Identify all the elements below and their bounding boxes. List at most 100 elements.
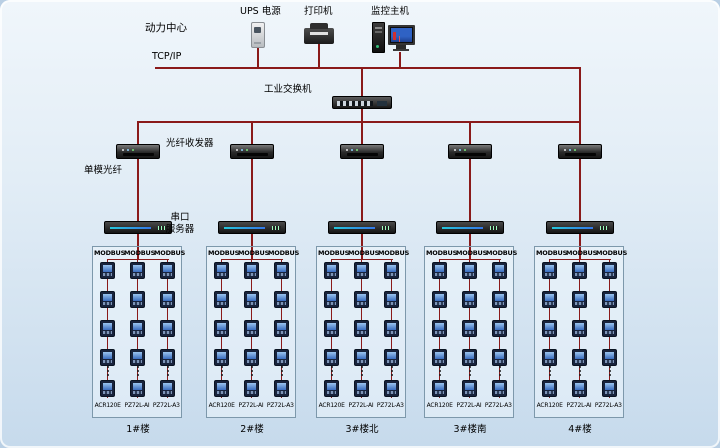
- connector-line: [579, 234, 581, 246]
- power-meter-icon: [572, 262, 587, 279]
- ellipsis-icon: [469, 366, 471, 378]
- ups-icon: [251, 22, 265, 48]
- power-meter-icon: [160, 380, 175, 397]
- serial-server-icon: [218, 221, 286, 234]
- power-meter-icon: [432, 262, 447, 279]
- single-mode-fiber-label: 单模光纤: [84, 165, 123, 176]
- meter-model-label: ACR120E: [208, 402, 235, 409]
- ellipsis-icon: [107, 366, 109, 378]
- serial-server-label: 串口 服务器: [158, 212, 202, 235]
- power-meter-icon: [324, 291, 339, 308]
- monitor-host-label: 监控主机: [371, 6, 410, 17]
- modbus-header: MODBUS: [348, 249, 380, 257]
- power-meter-icon: [130, 291, 145, 308]
- fiber-line: [469, 159, 471, 221]
- ellipsis-icon: [167, 366, 169, 378]
- power-meter-icon: [100, 349, 115, 366]
- power-meter-icon: [160, 291, 175, 308]
- modbus-column: MODBUS: [456, 247, 487, 417]
- modbus-header: MODBUS: [536, 249, 568, 257]
- monitor-stand: [393, 45, 409, 51]
- power-meter-icon: [572, 380, 587, 397]
- power-meter-icon: [432, 291, 447, 308]
- power-meter-icon: [160, 320, 175, 337]
- power-meter-icon: [492, 349, 507, 366]
- ellipsis-icon: [579, 366, 581, 378]
- power-meter-icon: [354, 320, 369, 337]
- connector-line: [361, 234, 363, 246]
- power-meter-icon: [542, 349, 557, 366]
- power-meter-icon: [244, 380, 259, 397]
- power-meter-icon: [244, 349, 259, 366]
- ellipsis-icon: [609, 366, 611, 378]
- power-meter-icon: [100, 380, 115, 397]
- power-meter-icon: [384, 349, 399, 366]
- power-meter-icon: [432, 380, 447, 397]
- power-meter-icon: [354, 380, 369, 397]
- bus-line: [251, 247, 253, 260]
- serial-server-icon: [436, 221, 504, 234]
- host-tower-icon: [372, 22, 385, 53]
- power-meter-icon: [602, 320, 617, 337]
- ellipsis-icon: [439, 366, 441, 378]
- power-meter-icon: [542, 380, 557, 397]
- modbus-column: MODBUS: [486, 247, 517, 417]
- meter-model-label: PZ72L-A3: [594, 402, 622, 409]
- meter-model-label: ACR120E: [536, 402, 563, 409]
- power-meter-icon: [602, 291, 617, 308]
- bus-line: [361, 247, 363, 260]
- power-meter-icon: [130, 349, 145, 366]
- ellipsis-icon: [221, 366, 223, 378]
- bus-line: [332, 259, 393, 260]
- power-meter-icon: [324, 349, 339, 366]
- distribution-bus-line: [138, 121, 581, 123]
- power-meter-icon: [492, 291, 507, 308]
- power-meter-icon: [274, 291, 289, 308]
- power-meter-icon: [432, 320, 447, 337]
- power-meter-icon: [274, 349, 289, 366]
- connector-line: [579, 69, 581, 122]
- meter-model-label: PZ72L-AI: [238, 402, 264, 409]
- fiber-transceiver-icon: [448, 144, 492, 159]
- meter-model-label: PZ72L-A3: [376, 402, 404, 409]
- serial-server-label-line2: 服务器: [165, 223, 195, 235]
- serial-server-icon: [328, 221, 396, 234]
- tcpip-bus-line: [155, 67, 581, 69]
- power-meter-icon: [324, 262, 339, 279]
- power-center-title: 动力中心: [145, 22, 187, 34]
- modbus-column: MODBUS: [94, 247, 125, 417]
- bus-line: [440, 259, 501, 260]
- modbus-column: MODBUS: [268, 247, 299, 417]
- connector-line: [251, 234, 253, 246]
- power-meter-icon: [542, 262, 557, 279]
- modbus-header: MODBUS: [426, 249, 458, 257]
- power-meter-icon: [274, 320, 289, 337]
- serial-server-label-line1: 串口: [170, 212, 190, 223]
- modbus-header: MODBUS: [124, 249, 156, 257]
- connector-line: [361, 121, 363, 146]
- modbus-header: MODBUS: [154, 249, 186, 257]
- meter-model-label: ACR120E: [426, 402, 453, 409]
- power-meter-icon: [244, 320, 259, 337]
- building-label: 3#楼南: [453, 424, 487, 435]
- modbus-header: MODBUS: [378, 249, 410, 257]
- power-meter-icon: [542, 320, 557, 337]
- power-meter-icon: [602, 380, 617, 397]
- modbus-column: MODBUS: [566, 247, 597, 417]
- power-meter-icon: [160, 262, 175, 279]
- power-meter-icon: [324, 320, 339, 337]
- power-meter-icon: [214, 262, 229, 279]
- power-meter-icon: [214, 349, 229, 366]
- industrial-switch-icon: [332, 96, 392, 109]
- modbus-column: MODBUS: [348, 247, 380, 417]
- power-meter-icon: [214, 380, 229, 397]
